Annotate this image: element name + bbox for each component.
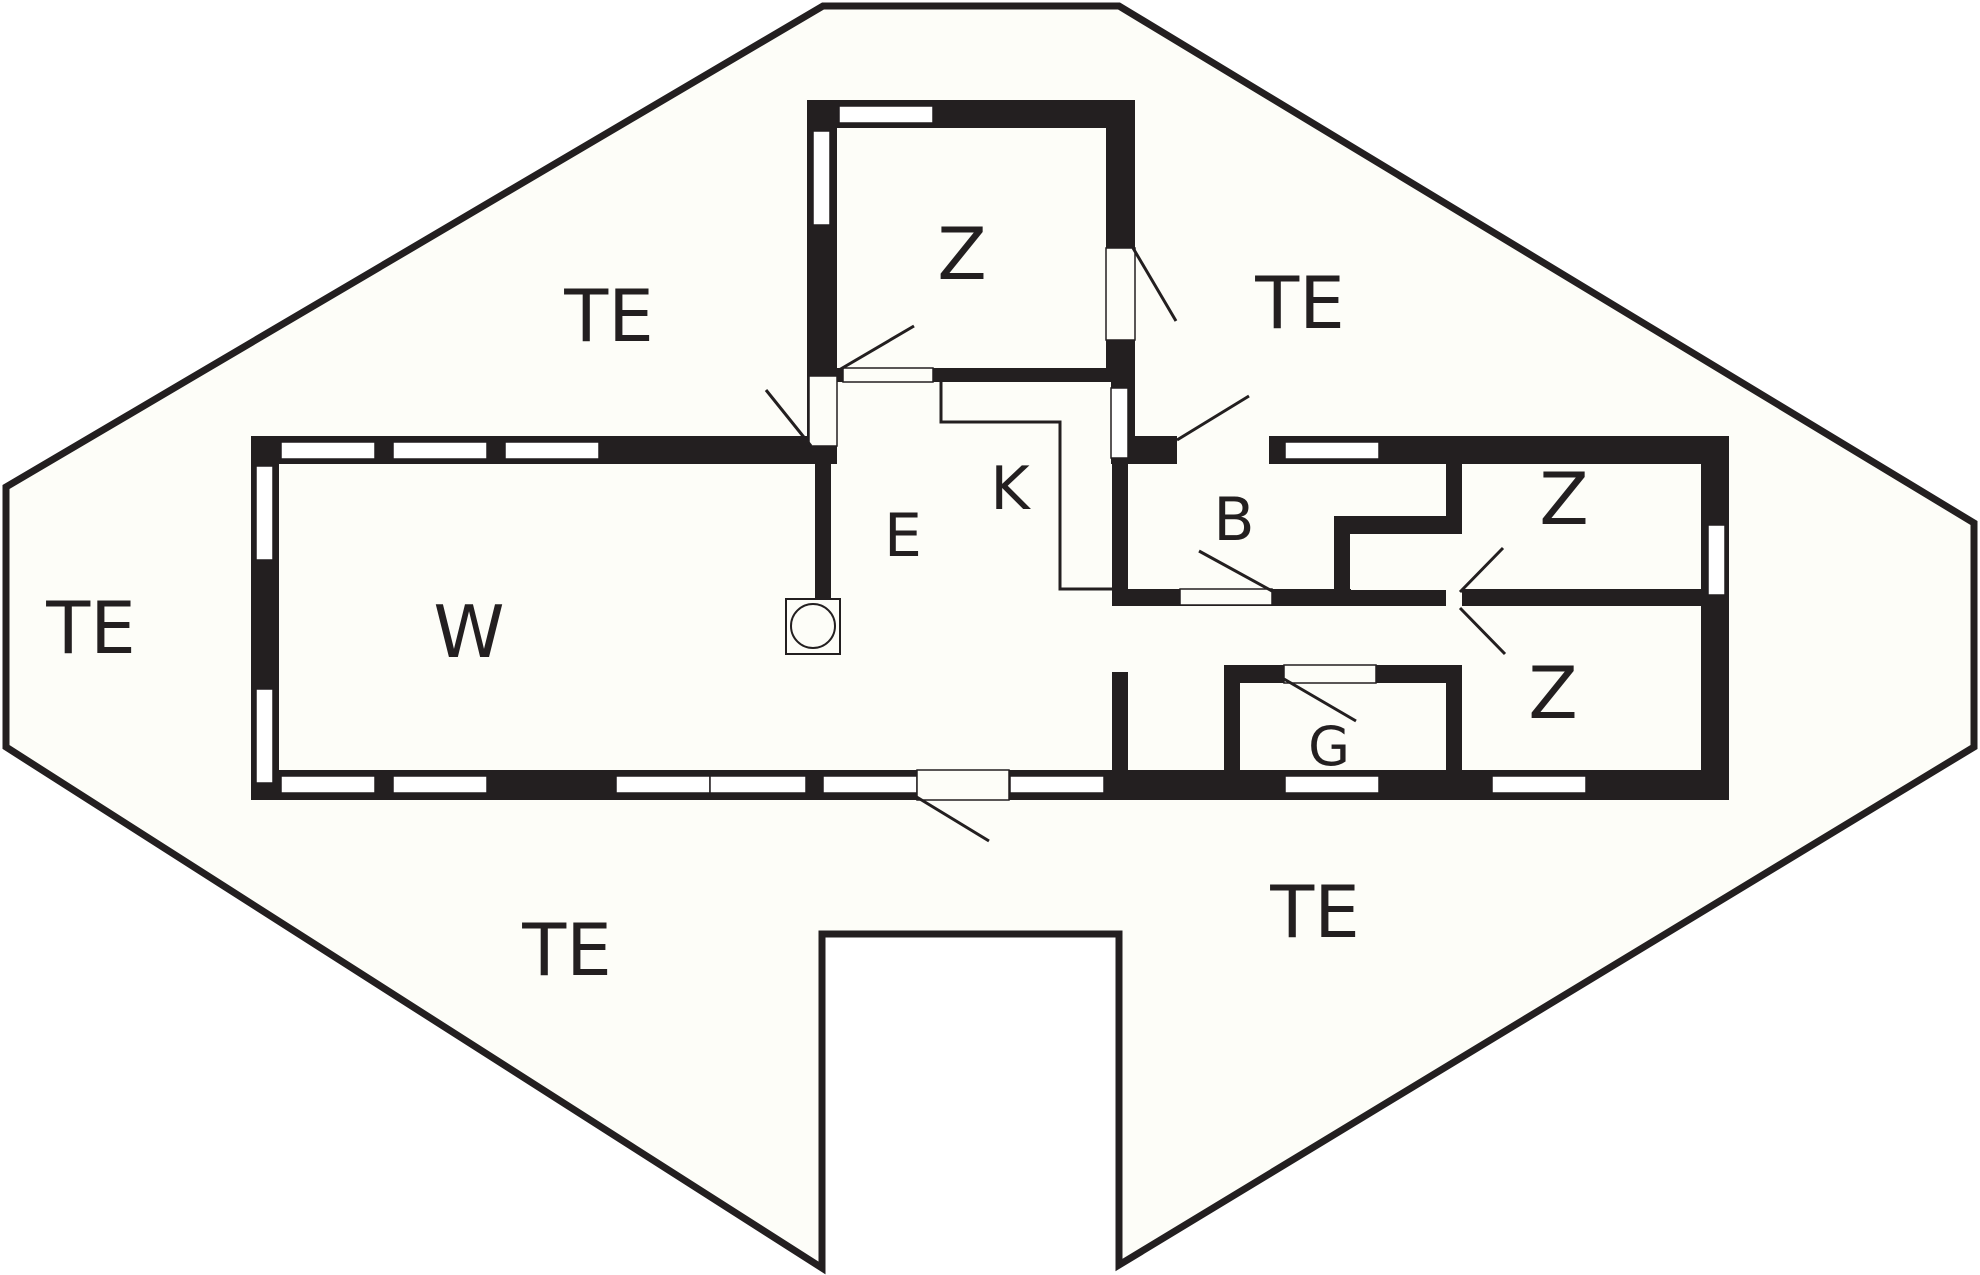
interior-walls xyxy=(815,464,1702,770)
windows xyxy=(255,105,1726,794)
label-room-b: B xyxy=(1213,485,1254,555)
label-te-bottom-right: TE xyxy=(1269,870,1359,954)
pillar xyxy=(1112,672,1128,770)
label-te-top-right: TE xyxy=(1254,261,1344,345)
label-te-bottom-left: TE xyxy=(521,908,611,992)
label-room-z-top: Z xyxy=(937,212,986,296)
label-room-w: W xyxy=(433,590,504,674)
kitchen-counter xyxy=(939,382,1112,591)
label-te-left: TE xyxy=(45,586,135,670)
door-sills xyxy=(808,247,1377,801)
label-room-z-right-bottom: Z xyxy=(1528,651,1577,735)
door-openings xyxy=(809,248,1462,800)
label-room-g: G xyxy=(1308,715,1350,778)
label-room-k: K xyxy=(990,454,1031,524)
label-room-z-right-top: Z xyxy=(1539,457,1588,541)
label-te-top-left: TE xyxy=(563,274,653,358)
stove-icon xyxy=(790,603,836,649)
label-room-e: E xyxy=(884,501,922,571)
door-swings xyxy=(764,247,1507,843)
